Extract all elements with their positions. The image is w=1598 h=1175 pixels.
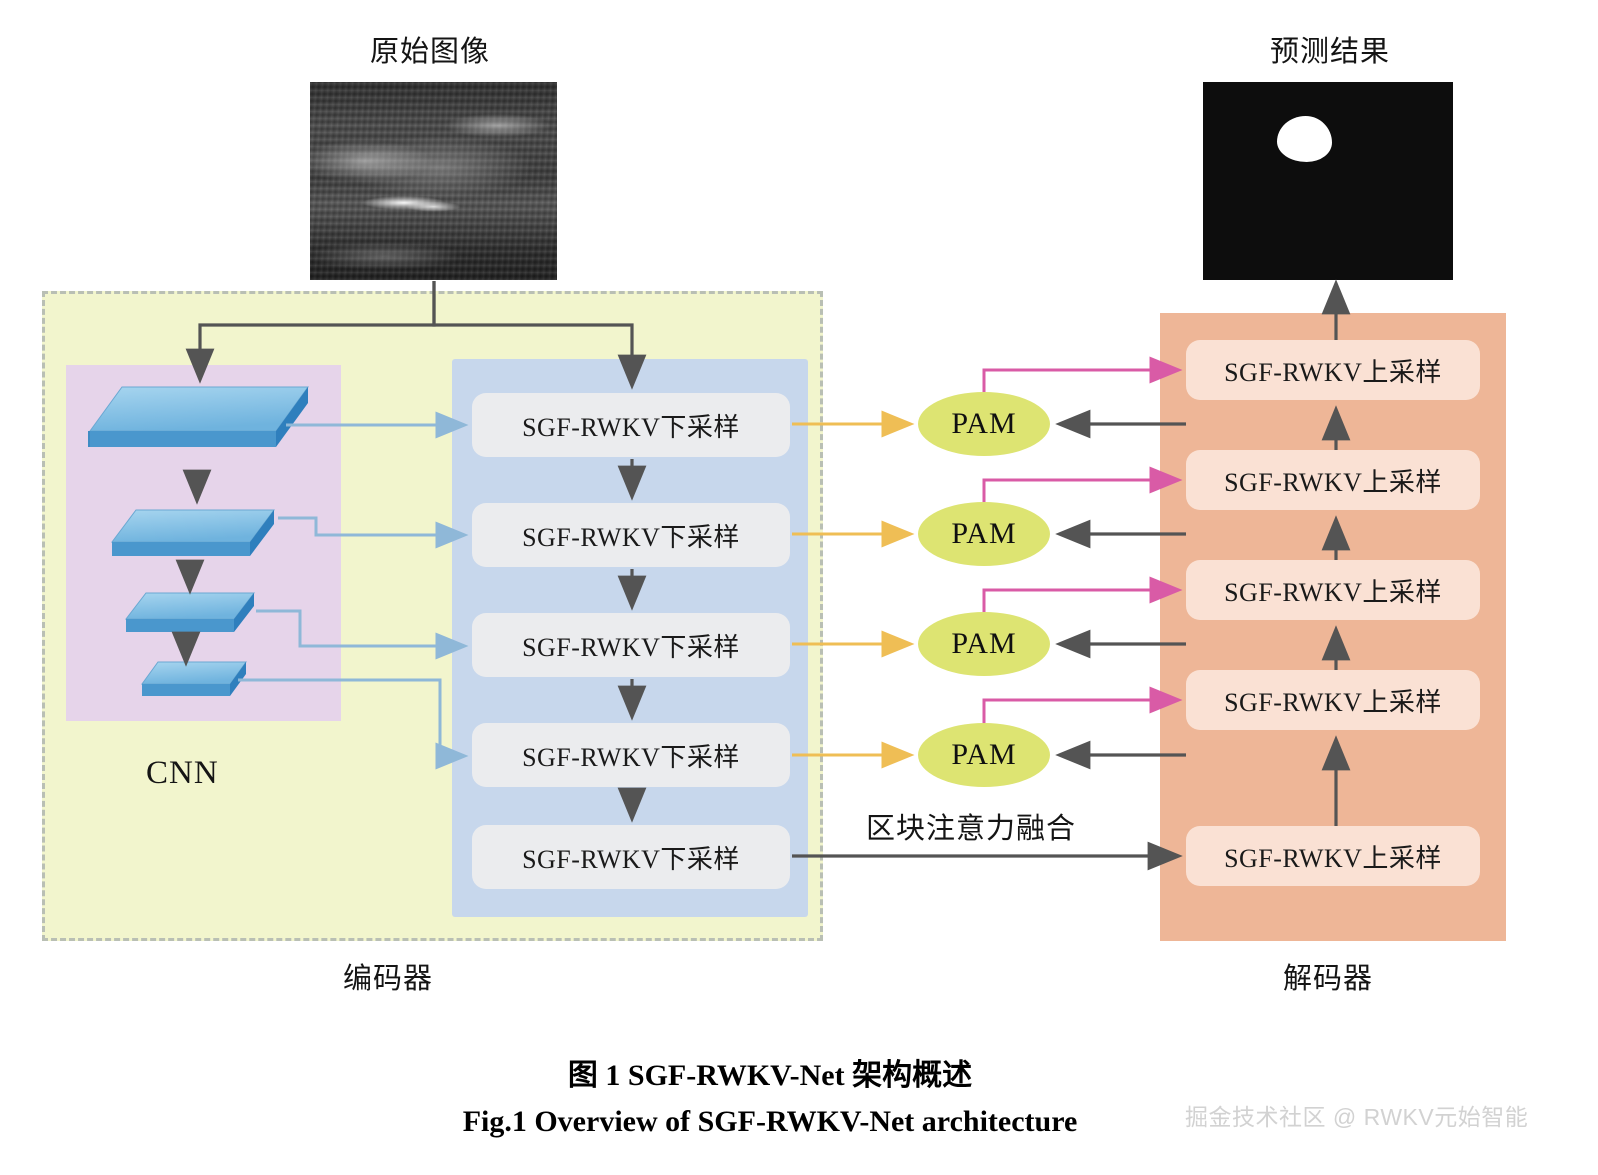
decoder-block-5[interactable]: SGF-RWKV上采样: [1186, 826, 1480, 886]
figure-caption-cn: 图 1 SGF-RWKV-Net 架构概述: [567, 1059, 973, 1092]
pam-node-4[interactable]: PAM: [918, 723, 1050, 787]
decoder-label: 解码器: [1283, 963, 1374, 995]
decoder-block-1[interactable]: SGF-RWKV上采样: [1186, 340, 1480, 400]
cnn-label: CNN: [146, 755, 219, 791]
encoder-block-1[interactable]: SGF-RWKV下采样: [472, 393, 790, 457]
encoder-block-4-label: SGF-RWKV下采样: [522, 742, 740, 772]
encoder-block-1-label: SGF-RWKV下采样: [522, 412, 740, 442]
pam-node-1[interactable]: PAM: [918, 392, 1050, 456]
pam-node-1-label: PAM: [951, 407, 1017, 440]
cnn-feature-map-2: [110, 508, 278, 564]
output-image-label: 预测结果: [1269, 36, 1390, 68]
decoder-block-2-label: SGF-RWKV上采样: [1224, 467, 1442, 497]
cnn-feature-map-1: [88, 385, 312, 460]
ultrasound-texture: [310, 82, 557, 280]
decoder-block-5-label: SGF-RWKV上采样: [1224, 843, 1442, 873]
decoder-block-4-label: SGF-RWKV上采样: [1224, 687, 1442, 717]
cnn-feature-map-4: [140, 660, 250, 702]
prediction-mask-image: [1203, 82, 1453, 280]
pam-node-3-label: PAM: [951, 627, 1017, 660]
figure-caption-en: Fig.1 Overview of SGF-RWKV-Net architect…: [462, 1105, 1078, 1138]
input-ultrasound-image: [310, 82, 557, 280]
pam-node-3[interactable]: PAM: [918, 612, 1050, 676]
encoder-block-5-label: SGF-RWKV下采样: [522, 844, 740, 874]
decoder-block-2[interactable]: SGF-RWKV上采样: [1186, 450, 1480, 510]
encoder-label: 编码器: [343, 963, 434, 995]
pam-node-2[interactable]: PAM: [918, 502, 1050, 566]
pam-node-2-label: PAM: [951, 517, 1017, 550]
cnn-feature-map-3: [124, 591, 258, 639]
encoder-block-2-label: SGF-RWKV下采样: [522, 522, 740, 552]
decoder-block-4[interactable]: SGF-RWKV上采样: [1186, 670, 1480, 730]
segmentation-blob: [1277, 116, 1332, 162]
fusion-label: 区块注意力融合: [866, 813, 1077, 845]
encoder-block-2[interactable]: SGF-RWKV下采样: [472, 503, 790, 567]
pam-node-4-label: PAM: [951, 738, 1017, 771]
decoder-block-1-label: SGF-RWKV上采样: [1224, 357, 1442, 387]
encoder-block-5[interactable]: SGF-RWKV下采样: [472, 825, 790, 889]
decoder-block-3-label: SGF-RWKV上采样: [1224, 577, 1442, 607]
input-image-label: 原始图像: [369, 36, 490, 68]
encoder-block-4[interactable]: SGF-RWKV下采样: [472, 723, 790, 787]
watermark: 掘金技术社区 @ RWKV元始智能: [1185, 1104, 1529, 1130]
encoder-block-3[interactable]: SGF-RWKV下采样: [472, 613, 790, 677]
encoder-block-3-label: SGF-RWKV下采样: [522, 632, 740, 662]
decoder-block-3[interactable]: SGF-RWKV上采样: [1186, 560, 1480, 620]
